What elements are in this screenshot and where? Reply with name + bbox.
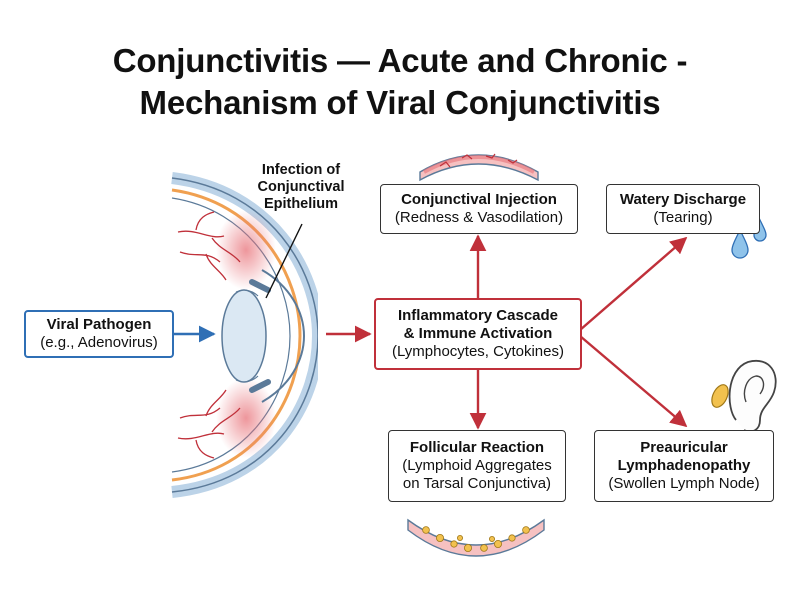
conjunctival-injection-box: Conjunctival Injection (Redness & Vasodi… [380, 184, 578, 234]
ear-icon [728, 359, 777, 433]
follicular-heading: Follicular Reaction [409, 439, 545, 456]
preauricular-lymphadenopathy-box: Preauricular Lymphadenopathy (Swollen Ly… [594, 430, 774, 502]
lymphadenopathy-heading-line-1: Preauricular [640, 439, 728, 456]
injection-heading: Conjunctival Injection [401, 191, 557, 208]
water-drops-icon [731, 218, 767, 259]
follicular-sub-line-2: on Tarsal Conjunctiva) [402, 475, 552, 492]
follicular-sub-line-1: (Lymphoid Aggregates [402, 457, 552, 474]
arrow-cascade-to-discharge [579, 236, 688, 331]
cascade-heading-line-2: & Immune Activation [403, 325, 553, 342]
discharge-sub: (Tearing) [653, 209, 713, 226]
title-line-2: Mechanism of Viral Conjunctivitis [139, 84, 661, 121]
arrow-cascade-to-lymphadenopathy [579, 335, 688, 428]
follicle-conjunctiva-icon [407, 518, 545, 557]
cascade-sub: (Lymphocytes, Cytokines) [391, 343, 564, 360]
infection-annotation: Infection of Conjunctival Epithelium [236, 162, 366, 213]
annotation-pointer-line [265, 223, 303, 299]
lymphadenopathy-heading-line-2: Lymphadenopathy [617, 457, 751, 474]
annotation-line-1: Infection of [261, 162, 341, 178]
viral-pathogen-box: Viral Pathogen (e.g., Adenovirus) [24, 310, 174, 358]
title-line-1: Conjunctivitis — Acute and Chronic - [112, 42, 688, 79]
cascade-heading-line-1: Inflammatory Cascade [397, 307, 559, 324]
viral-pathogen-sub: (e.g., Adenovirus) [40, 334, 158, 351]
inflamed-conjunctiva-icon [419, 153, 539, 182]
viral-pathogen-heading: Viral Pathogen [46, 316, 152, 333]
swollen-lymph-node-icon [711, 384, 729, 408]
page-title: Conjunctivitis — Acute and Chronic - Mec… [0, 40, 800, 124]
discharge-heading: Watery Discharge [619, 191, 747, 208]
injection-sub: (Redness & Vasodilation) [394, 209, 564, 226]
inflammatory-cascade-box: Inflammatory Cascade & Immune Activation… [374, 298, 582, 370]
annotation-line-3: Epithelium [263, 196, 339, 212]
follicular-reaction-box: Follicular Reaction (Lymphoid Aggregates… [388, 430, 566, 502]
eye-cross-section-icon [171, 172, 318, 498]
annotation-line-2: Conjunctival [257, 179, 345, 195]
watery-discharge-box: Watery Discharge (Tearing) [606, 184, 760, 234]
lymphadenopathy-sub: (Swollen Lymph Node) [608, 475, 760, 492]
